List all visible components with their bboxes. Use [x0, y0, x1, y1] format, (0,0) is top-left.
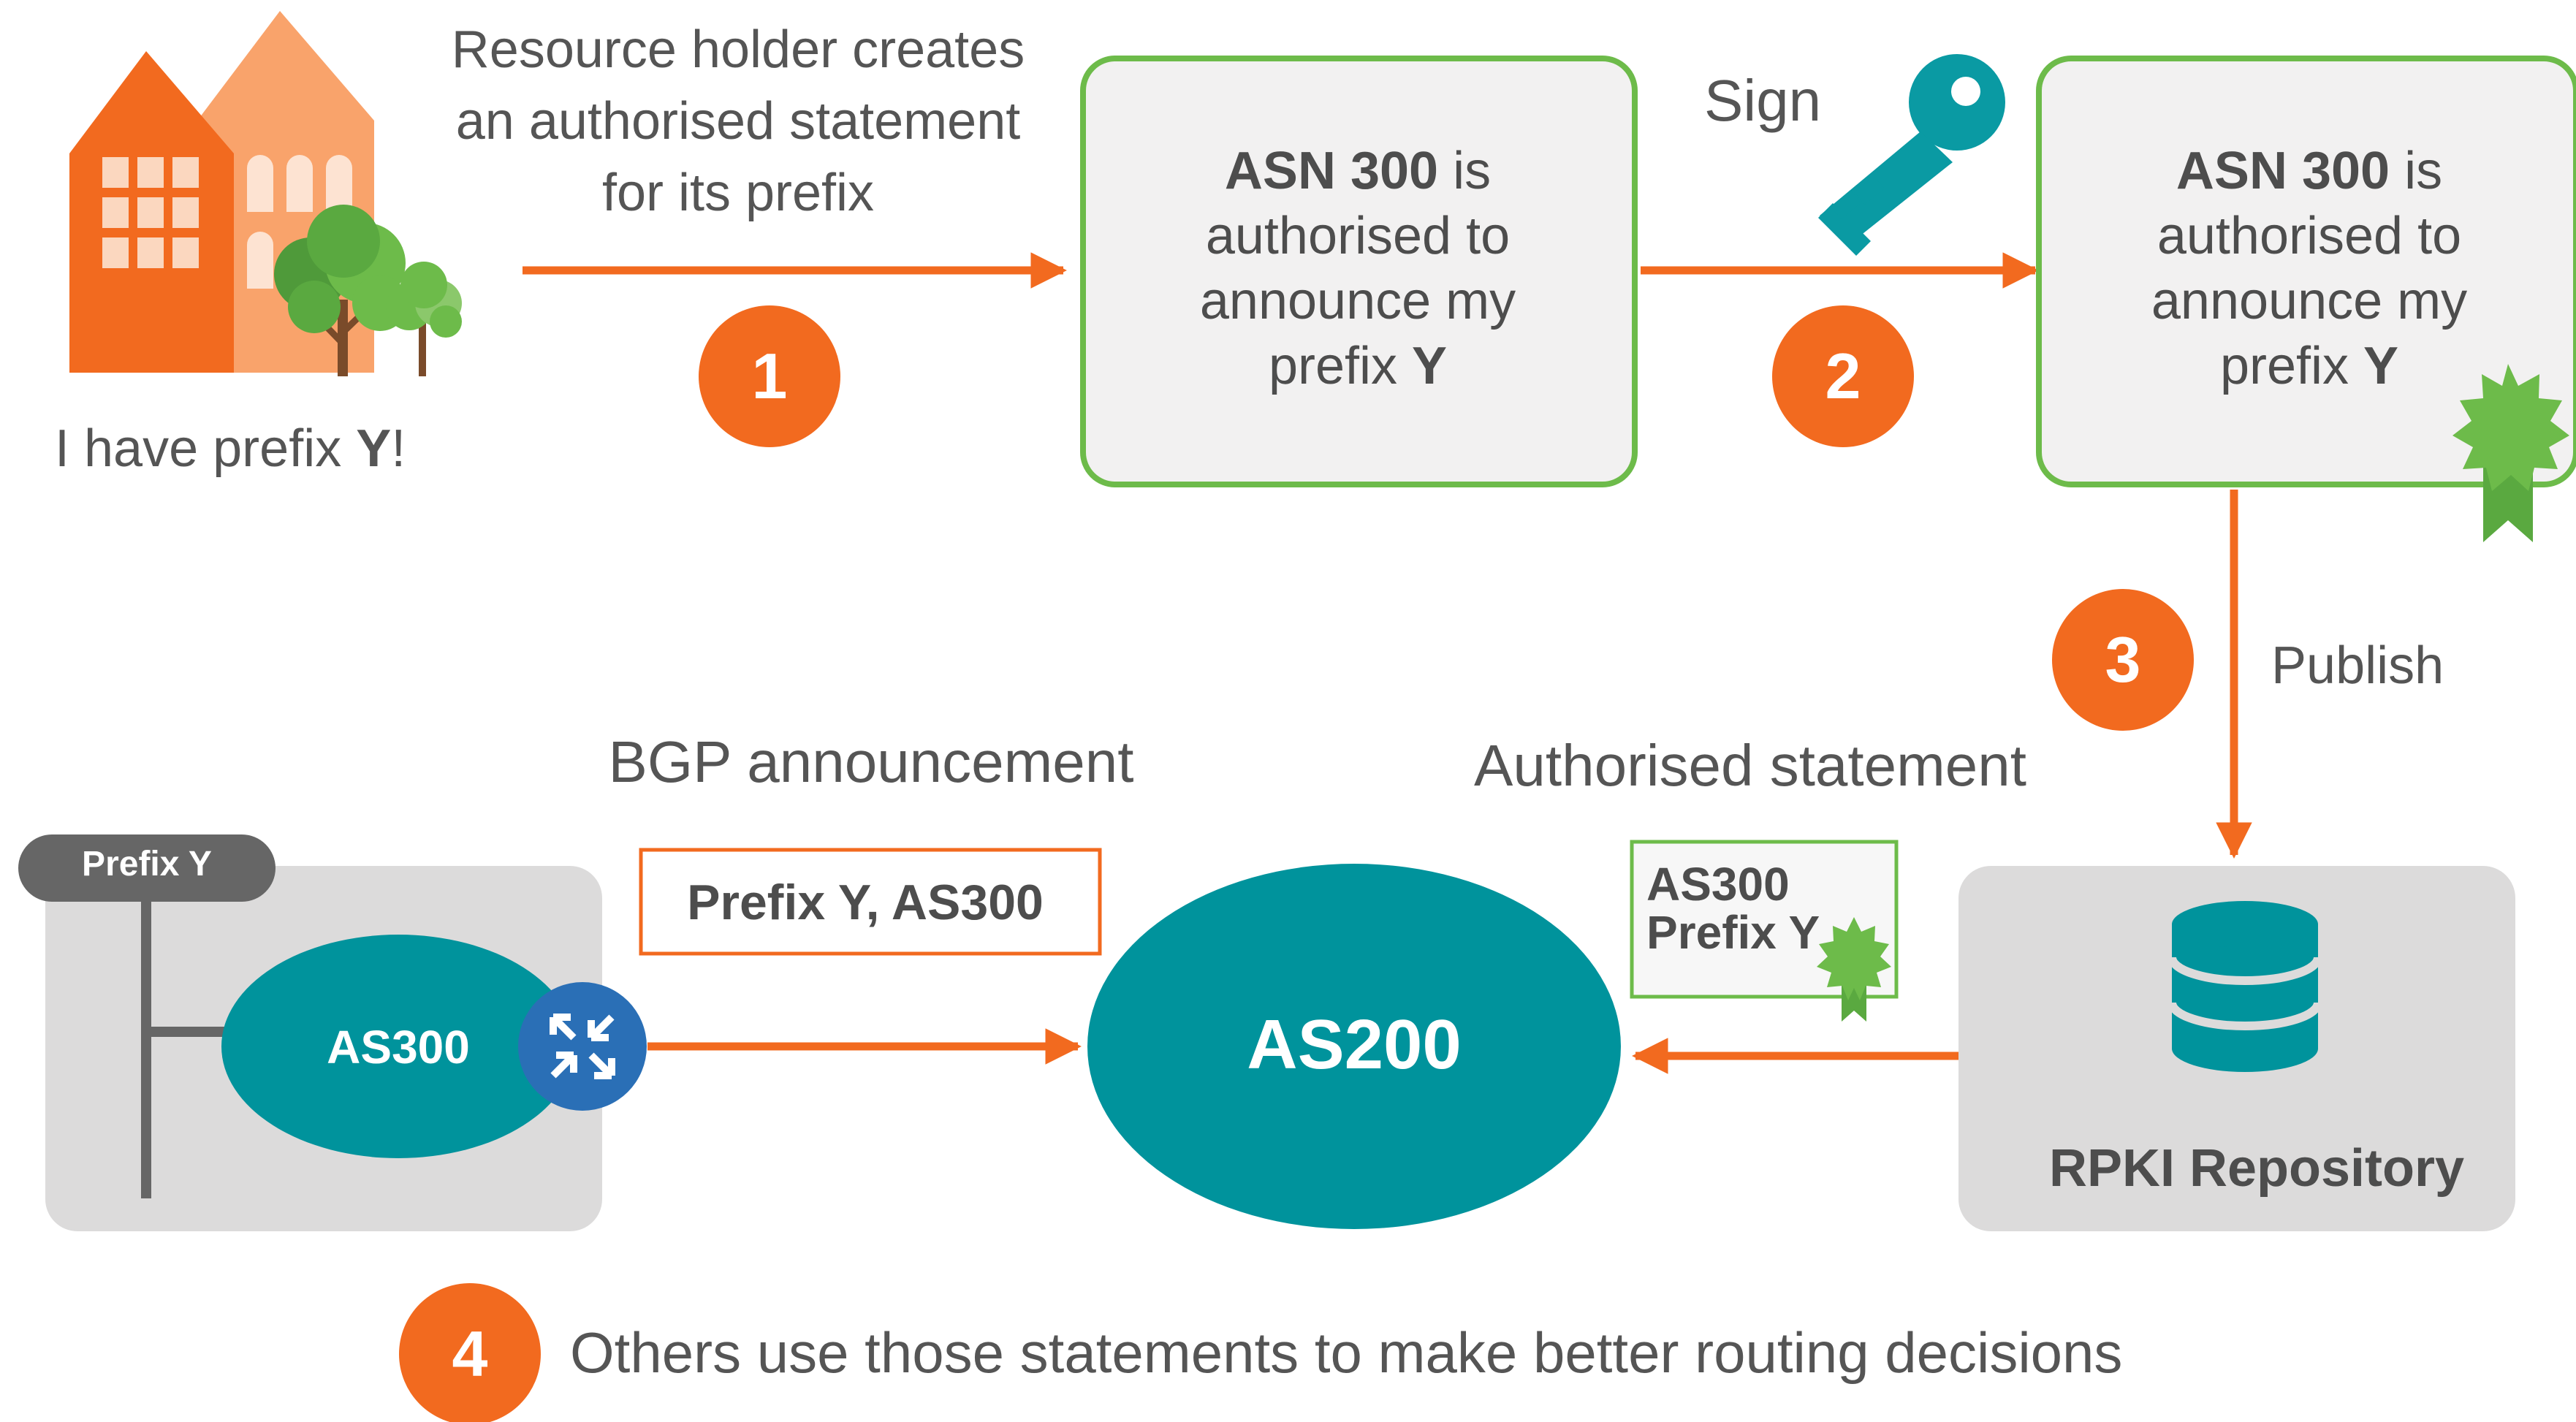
step2-badge: 2	[1772, 305, 1914, 447]
statement-line2: authorised to	[1206, 207, 1510, 265]
as200-node: AS200	[1087, 864, 1621, 1229]
certificate-seal-icon	[2452, 364, 2569, 542]
left-network-panel: Prefix Y AS300	[18, 834, 647, 1231]
svg-text:3: 3	[2105, 623, 2141, 696]
svg-text:AS300: AS300	[327, 1021, 470, 1073]
authorised-title: Authorised statement	[1474, 733, 2026, 798]
statement-box: ASN 300 is authorised to announce my pre…	[1080, 56, 1638, 487]
step4-text: Others use those statements to make bett…	[570, 1320, 2122, 1385]
signed-line3: announce my	[2151, 272, 2467, 330]
key-icon	[1818, 54, 2005, 256]
signed-statement-box: ASN 300 is authorised to announce my pre…	[2036, 56, 2576, 487]
card-seal-icon	[1817, 917, 1891, 1022]
svg-text:AS200: AS200	[1247, 1005, 1462, 1084]
prefix-tag: Prefix Y	[18, 834, 276, 902]
statement-line1: ASN 300 is	[1225, 142, 1491, 200]
step1-badge: 1	[699, 305, 840, 447]
rpki-repository-panel: RPKI Repository	[1958, 866, 2515, 1231]
step1-caption-line3: for its prefix	[602, 164, 874, 222]
bgp-title: BGP announcement	[608, 729, 1133, 794]
sign-label: Sign	[1704, 68, 1821, 133]
svg-text:1: 1	[752, 340, 788, 412]
svg-text:4: 4	[452, 1318, 488, 1390]
step1-caption-line2: an authorised statement	[456, 92, 1021, 151]
svg-text:Prefix Y, AS300: Prefix Y, AS300	[687, 875, 1044, 930]
svg-text:Prefix Y: Prefix Y	[82, 845, 212, 883]
router-icon	[518, 982, 647, 1111]
authorised-statement-card: AS300 Prefix Y	[1630, 840, 1899, 1022]
statement-line3: announce my	[1200, 272, 1516, 330]
holder-label: I have prefix Y!	[55, 419, 406, 478]
repository-label: RPKI Repository	[2049, 1139, 2464, 1198]
step3-badge: 3	[2052, 589, 2194, 731]
step4-badge: 4	[399, 1283, 541, 1422]
as300-node: AS300	[221, 935, 575, 1158]
bgp-announcement-box: Prefix Y, AS300	[639, 848, 1102, 956]
signed-line4: prefix Y	[2220, 337, 2398, 395]
signed-line1: ASN 300 is	[2176, 142, 2442, 200]
database-icon	[2167, 901, 2322, 1072]
publish-label: Publish	[2271, 636, 2444, 695]
svg-text:2: 2	[1825, 340, 1861, 412]
step1-caption-line1: Resource holder creates	[452, 20, 1025, 79]
building-with-trees-icon	[69, 11, 462, 376]
svg-text:Prefix Y: Prefix Y	[1646, 906, 1820, 959]
signed-line2: authorised to	[2157, 207, 2461, 265]
svg-text:AS300: AS300	[1646, 858, 1790, 910]
statement-line4: prefix Y	[1269, 337, 1447, 395]
